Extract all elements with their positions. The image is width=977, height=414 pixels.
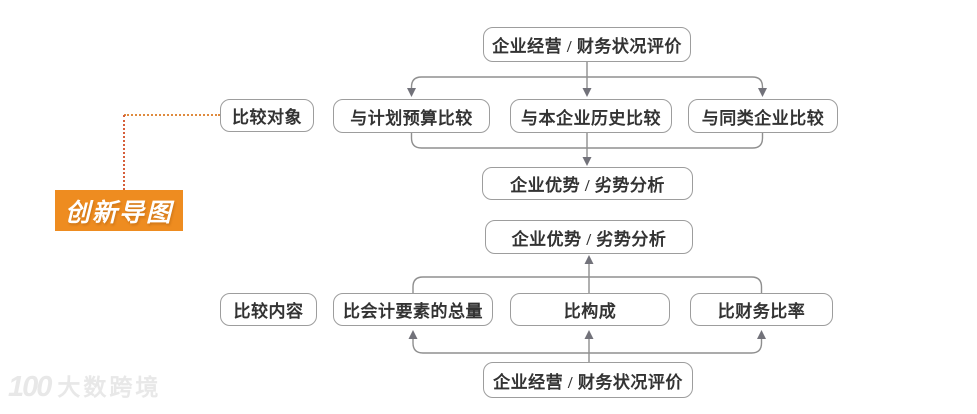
arrowhead-up-result2	[584, 255, 594, 264]
node-compare-own-history: 与本企业历史比较	[510, 99, 672, 133]
arrowhead-up-right	[757, 330, 766, 339]
connector-merge1-bracket	[410, 133, 764, 149]
arrowhead-down-result1	[582, 157, 592, 166]
arrowhead-down-left	[407, 88, 416, 97]
node-compare-composition: 比构成	[510, 293, 670, 326]
connector-bottom-bracket	[412, 339, 763, 354]
watermark-brand: 大数跨境	[57, 374, 162, 400]
node-comparison-objects-label: 比较对象	[220, 99, 314, 132]
arrowhead-up-center	[584, 330, 594, 339]
arrowhead-down-right	[758, 88, 767, 97]
node-compare-plan-budget: 与计划预算比较	[333, 99, 490, 133]
connector-split2-bracket	[412, 276, 763, 293]
node-advantage-analysis-top: 企业优势 / 劣势分析	[482, 167, 693, 200]
watermark-logo-icon: 100	[8, 371, 52, 403]
dotted-connector-horizontal	[124, 114, 220, 116]
arrowhead-up-left	[408, 330, 418, 339]
node-evaluation-top: 企业经营 / 财务状况评价	[483, 27, 691, 62]
node-compare-financial-ratios: 比财务比率	[690, 293, 833, 326]
dotted-connector-vertical	[123, 115, 125, 190]
connector-top-split-bracket	[410, 76, 764, 88]
watermark: 100 大数跨境	[8, 373, 161, 402]
innovation-map-tag-label: 创新导图	[64, 198, 173, 227]
arrowhead-down-center	[582, 88, 592, 97]
node-compare-similar-enterprises: 与同类企业比较	[688, 99, 838, 133]
innovation-map-tag: 创新导图	[55, 190, 183, 231]
node-advantage-analysis-bottom: 企业优势 / 劣势分析	[485, 220, 693, 254]
node-compare-accounting-totals: 比会计要素的总量	[333, 293, 493, 326]
node-comparison-contents-label: 比较内容	[220, 293, 317, 326]
node-evaluation-bottom: 企业经营 / 财务状况评价	[483, 362, 693, 398]
